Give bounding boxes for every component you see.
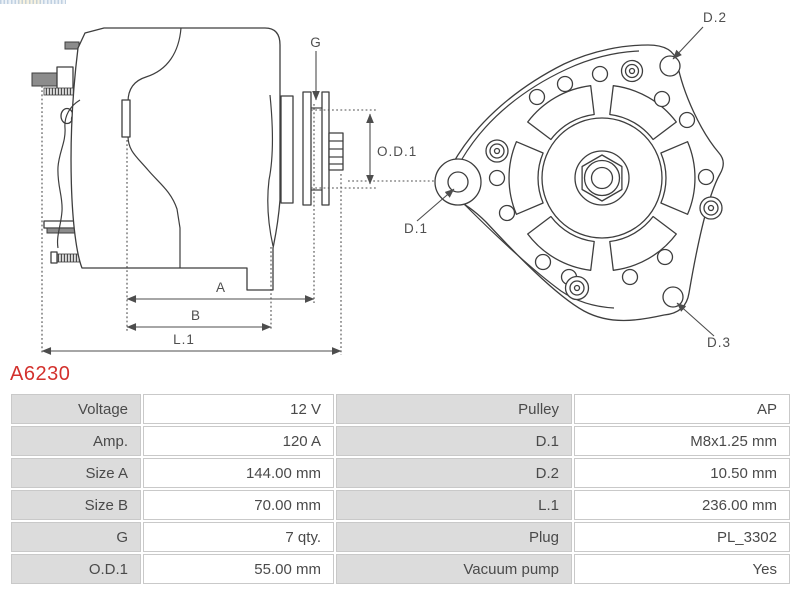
alternator-diagram: G O.D.1 A B L.1 xyxy=(31,10,731,355)
table-row: G 7 qty. Plug PL_3302 xyxy=(11,522,790,552)
rear-cover-contour xyxy=(56,99,81,249)
dimension-annotations: G O.D.1 A B L.1 xyxy=(41,35,436,355)
spec-label: Voltage xyxy=(11,394,141,424)
dim-label-a: A xyxy=(216,280,226,295)
dim-label-b: B xyxy=(191,308,201,323)
dim-label-l1: L.1 xyxy=(173,332,195,347)
spec-label: Vacuum pump xyxy=(336,554,572,584)
spec-value: 12 V xyxy=(143,394,334,424)
spec-value: 120 A xyxy=(143,426,334,456)
spec-value: 55.00 mm xyxy=(143,554,334,584)
spec-value: 7 qty. xyxy=(143,522,334,552)
table-row: Amp. 120 A D.1 M8x1.25 mm xyxy=(11,426,790,456)
table-row: O.D.1 55.00 mm Vacuum pump Yes xyxy=(11,554,790,584)
spec-value: M8x1.25 mm xyxy=(574,426,790,456)
spec-label: D.2 xyxy=(336,458,572,488)
mount-hole-d3 xyxy=(662,286,684,308)
housing-outline xyxy=(70,27,281,291)
bolt-head xyxy=(56,66,74,92)
spec-label: Size A xyxy=(11,458,141,488)
table-row: Voltage 12 V Pulley AP xyxy=(11,394,790,424)
spec-value: Yes xyxy=(574,554,790,584)
spec-value: 144.00 mm xyxy=(143,458,334,488)
stud-collar xyxy=(50,251,58,264)
dim-label-g: G xyxy=(310,35,322,50)
mount-hole-d2 xyxy=(659,55,681,77)
spec-value: AP xyxy=(574,394,790,424)
dim-label-d3: D.3 xyxy=(707,335,731,350)
spec-label: O.D.1 xyxy=(11,554,141,584)
drive-bracket-contour xyxy=(267,94,274,247)
spec-label: G xyxy=(11,522,141,552)
front-view-drawing: D.1 D.2 D.3 xyxy=(404,10,731,350)
cropped-logo-watermark xyxy=(0,0,66,4)
dim-label-d1: D.1 xyxy=(404,221,428,236)
spec-table: Voltage 12 V Pulley AP Amp. 120 A D.1 M8… xyxy=(9,392,792,586)
bolt-shaft xyxy=(31,72,58,87)
screw-heads xyxy=(485,59,723,301)
spec-label: Amp. xyxy=(11,426,141,456)
spec-value: 70.00 mm xyxy=(143,490,334,520)
shaft-bore xyxy=(590,166,614,190)
spec-label: Size B xyxy=(11,490,141,520)
stator-face-tab xyxy=(121,99,131,138)
dim-label-od1: O.D.1 xyxy=(377,144,417,159)
spec-label: L.1 xyxy=(336,490,572,520)
shaft-end xyxy=(328,132,344,171)
spec-label: D.1 xyxy=(336,426,572,456)
spec-value: PL_3302 xyxy=(574,522,790,552)
spec-value: 236.00 mm xyxy=(574,490,790,520)
pulley-hub xyxy=(280,95,294,204)
pulley-flange-rear xyxy=(302,91,312,206)
spec-value: 10.50 mm xyxy=(574,458,790,488)
side-view-drawing xyxy=(31,27,344,291)
table-row: Size A 144.00 mm D.2 10.50 mm xyxy=(11,458,790,488)
part-number-title: A6230 xyxy=(10,363,71,385)
table-row: Size B 70.00 mm L.1 236.00 mm xyxy=(11,490,790,520)
spec-label: Plug xyxy=(336,522,572,552)
spec-label: Pulley xyxy=(336,394,572,424)
dim-label-d2: D.2 xyxy=(703,10,727,25)
stud-top xyxy=(64,41,80,50)
lug-ear xyxy=(60,107,74,125)
